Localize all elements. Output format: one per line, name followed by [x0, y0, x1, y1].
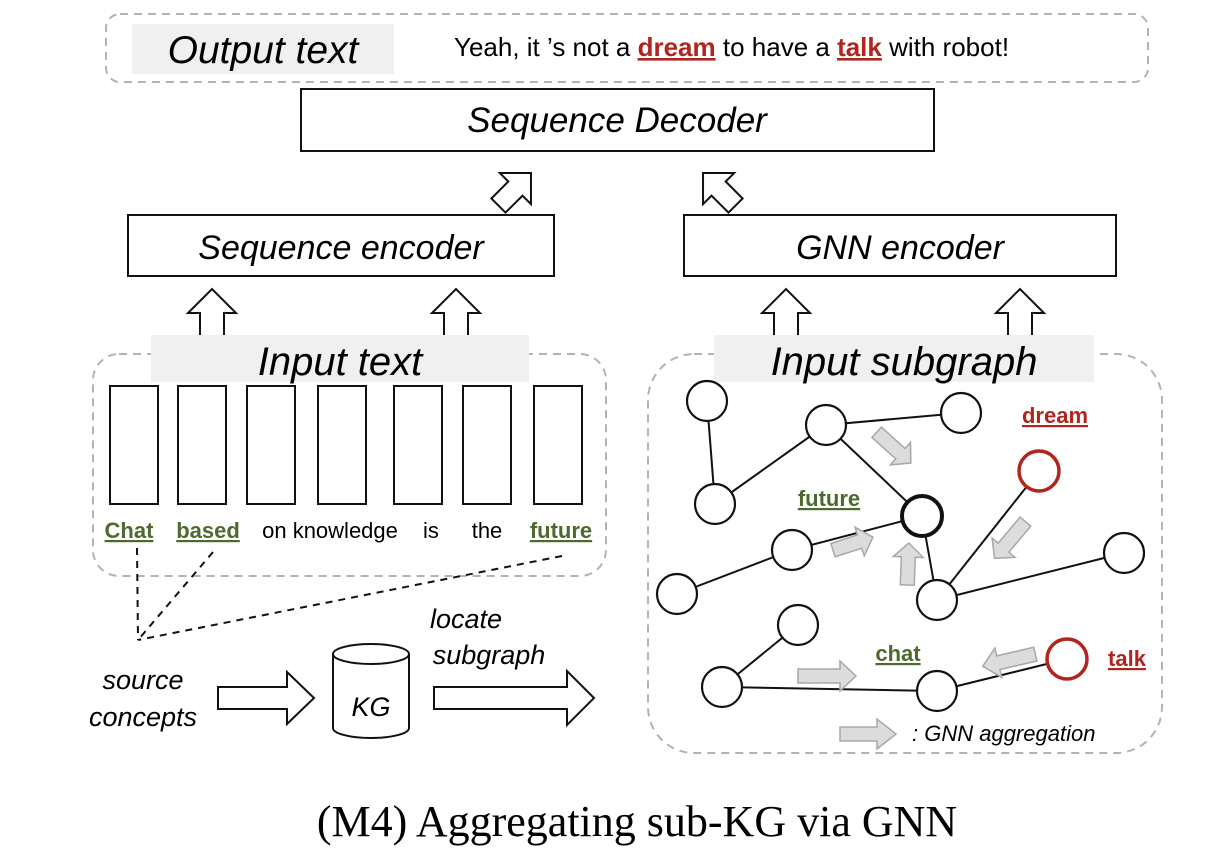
- source-concepts-line1: source: [102, 665, 183, 695]
- graph-node: [700, 665, 744, 709]
- kg-label: KG: [351, 692, 390, 722]
- graph-node-chat-target: [915, 669, 959, 713]
- graph-node: [655, 572, 699, 616]
- output-word-dream: dream: [638, 32, 716, 62]
- graph-node: [776, 603, 820, 647]
- locate-line2: subgraph: [433, 640, 546, 670]
- input-text-label-bg: [151, 335, 529, 382]
- graph-node: [804, 403, 848, 447]
- token-chat: Chat: [105, 518, 155, 543]
- gnn-encoder-box: [683, 214, 1117, 277]
- concept-dream: dream: [1022, 403, 1088, 428]
- graph-node: [915, 578, 959, 622]
- gnn-to-decoder-arrow: [702, 172, 745, 215]
- source-concepts-line2: concepts: [89, 702, 197, 732]
- gnn-aggregation-arrow: [797, 659, 858, 693]
- sequence-decoder-label: Sequence Decoder: [467, 101, 768, 140]
- dashed-link-based: [137, 551, 214, 641]
- gnn-aggregation-arrow: [870, 426, 912, 466]
- sequence-decoder-box: [300, 88, 935, 152]
- graph-node-talk: [1045, 637, 1089, 681]
- kg-cylinder: [332, 643, 410, 739]
- graph-node: [693, 482, 737, 526]
- graph-node: [939, 391, 983, 435]
- output-label-bg: [132, 24, 394, 74]
- kg-to-subgraph-arrow: [433, 668, 596, 728]
- output-region: [105, 13, 1149, 83]
- concept-future: future: [798, 486, 860, 511]
- graph-node-future-target: [900, 494, 944, 538]
- graph-node: [1102, 531, 1146, 575]
- graph-node: [770, 528, 814, 572]
- figure-caption: (M4) Aggregating sub-KG via GNN: [317, 797, 957, 846]
- token-embedding: [246, 385, 296, 505]
- graph-nodes: [655, 379, 1146, 713]
- text-up-arrow-right: [429, 287, 483, 339]
- seq-to-decoder-arrow: [489, 172, 532, 215]
- graph-up-arrow-right: [993, 287, 1047, 339]
- dashed-link-chat: [136, 547, 139, 641]
- legend-text: : GNN aggregation: [912, 721, 1095, 746]
- sequence-encoder-label: Sequence encoder: [198, 229, 485, 267]
- output-sentence: Yeah, it ’s not a dream to have a talk w…: [454, 32, 1009, 62]
- token-embedding: [109, 385, 159, 505]
- token-the: the: [472, 518, 503, 543]
- gnn-encoder-label: GNN encoder: [796, 229, 1006, 267]
- input-subgraph-label: Input subgraph: [771, 340, 1038, 384]
- input-subgraph-label-bg: [714, 335, 1094, 382]
- concept-talk: talk: [1108, 646, 1147, 671]
- graph-up-arrow-left: [759, 287, 813, 339]
- gnn-aggregation-arrow: [991, 516, 1032, 560]
- locate-line1: locate: [430, 604, 502, 634]
- gnn-aggregation-arrow: [891, 541, 926, 587]
- sequence-encoder-box: [127, 214, 555, 277]
- token-is: is: [423, 518, 439, 543]
- source-to-kg-arrow: [217, 669, 316, 727]
- token-based: based: [176, 518, 240, 543]
- text-up-arrow-left: [185, 287, 239, 339]
- token-embedding: [177, 385, 227, 505]
- gnn-aggregation-arrow: [829, 525, 874, 558]
- input-text-label: Input text: [258, 340, 424, 384]
- output-word-talk: talk: [837, 32, 882, 62]
- token-embedding: [533, 385, 583, 505]
- output-part-1: Yeah, it ’s not a: [454, 32, 638, 62]
- token-embeddings: [109, 385, 583, 505]
- legend-gray-arrow: [839, 717, 898, 751]
- output-label: Output text: [168, 29, 361, 72]
- gnn-aggregation-arrow: [981, 646, 1038, 679]
- token-embedding: [393, 385, 443, 505]
- token-embedding: [462, 385, 512, 505]
- graph-node: [685, 379, 729, 423]
- token-on-knowledge: on knowledge: [262, 518, 398, 543]
- output-part-5: with robot!: [882, 32, 1009, 62]
- token-embedding: [317, 385, 367, 505]
- output-part-3: to have a: [716, 32, 837, 62]
- token-future: future: [530, 518, 592, 543]
- concept-chat: chat: [875, 641, 921, 666]
- graph-node-dream: [1017, 449, 1061, 493]
